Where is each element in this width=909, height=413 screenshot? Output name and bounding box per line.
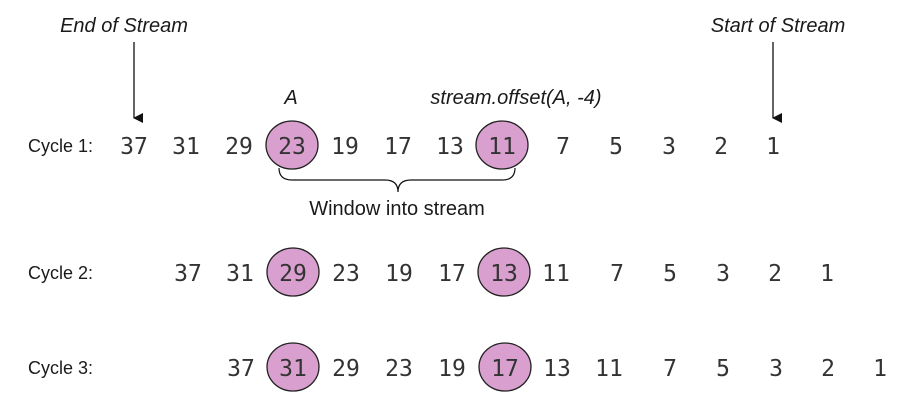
stream-number: 5	[716, 356, 730, 382]
stream-number: 7	[663, 356, 677, 382]
stream-number: 29	[279, 261, 307, 287]
stream-number: 3	[769, 356, 783, 382]
cycle-row: Cycle 2: 37 31 29 23 19 17 13 11 7 5 3 2 1	[28, 247, 834, 297]
highlight-circle	[478, 342, 532, 392]
stream-number: 11	[595, 356, 623, 382]
stream-number: 7	[556, 134, 570, 160]
highlight-circle	[265, 120, 319, 170]
stream-number: 3	[662, 134, 676, 160]
stream-number: 1	[766, 134, 780, 160]
stream-number: 17	[491, 356, 519, 382]
stream-number: 37	[120, 134, 148, 160]
stream-number: 2	[768, 261, 782, 287]
stream-number: 1	[873, 356, 887, 382]
offset-label: stream.offset(A, -4)	[430, 87, 601, 109]
stream-number: 2	[714, 134, 728, 160]
stream-number: 19	[438, 356, 466, 382]
stream-number: 23	[385, 356, 413, 382]
end-of-stream-label: End of Stream	[60, 15, 188, 37]
stream-number: 7	[610, 261, 624, 287]
stream-number: 29	[332, 356, 360, 382]
stream-number: 17	[438, 261, 466, 287]
highlight-circle	[266, 342, 320, 392]
stream-number: 31	[172, 134, 200, 160]
stream-number: 37	[227, 356, 255, 382]
stream-number: 1	[820, 261, 834, 287]
highlight-circle	[477, 247, 531, 297]
window-label: Window into stream	[309, 198, 485, 220]
stream-number: 13	[436, 134, 464, 160]
highlight-circle	[475, 120, 529, 170]
stream-number: 3	[716, 261, 730, 287]
cycle-label: Cycle 2:	[28, 263, 93, 283]
stream-number: 11	[488, 134, 516, 160]
cycle-row: Cycle 3: 37 31 29 23 19 17 13 11 7 5 3 2 1	[28, 342, 887, 392]
highlight-circle	[266, 247, 320, 297]
a-label: A	[283, 87, 297, 109]
stream-number: 13	[543, 356, 571, 382]
stream-number: 23	[332, 261, 360, 287]
stream-number: 11	[542, 261, 570, 287]
stream-number: 31	[279, 356, 307, 382]
stream-number: 31	[226, 261, 254, 287]
stream-number: 19	[385, 261, 413, 287]
stream-number: 29	[225, 134, 253, 160]
cycle-label: Cycle 3:	[28, 358, 93, 378]
cycle-label: Cycle 1:	[28, 136, 93, 156]
stream-number: 5	[609, 134, 623, 160]
stream-number: 5	[663, 261, 677, 287]
stream-number: 13	[490, 261, 518, 287]
stream-number: 23	[278, 134, 306, 160]
stream-number: 17	[384, 134, 412, 160]
window-brace	[278, 167, 516, 193]
stream-number: 19	[331, 134, 359, 160]
stream-number: 37	[174, 261, 202, 287]
stream-number: 2	[821, 356, 835, 382]
cycle-row: Cycle 1: 37 31 29 23 19 17 13 11 7 5 3 2 1	[28, 120, 780, 170]
start-of-stream-label: Start of Stream	[711, 15, 846, 37]
